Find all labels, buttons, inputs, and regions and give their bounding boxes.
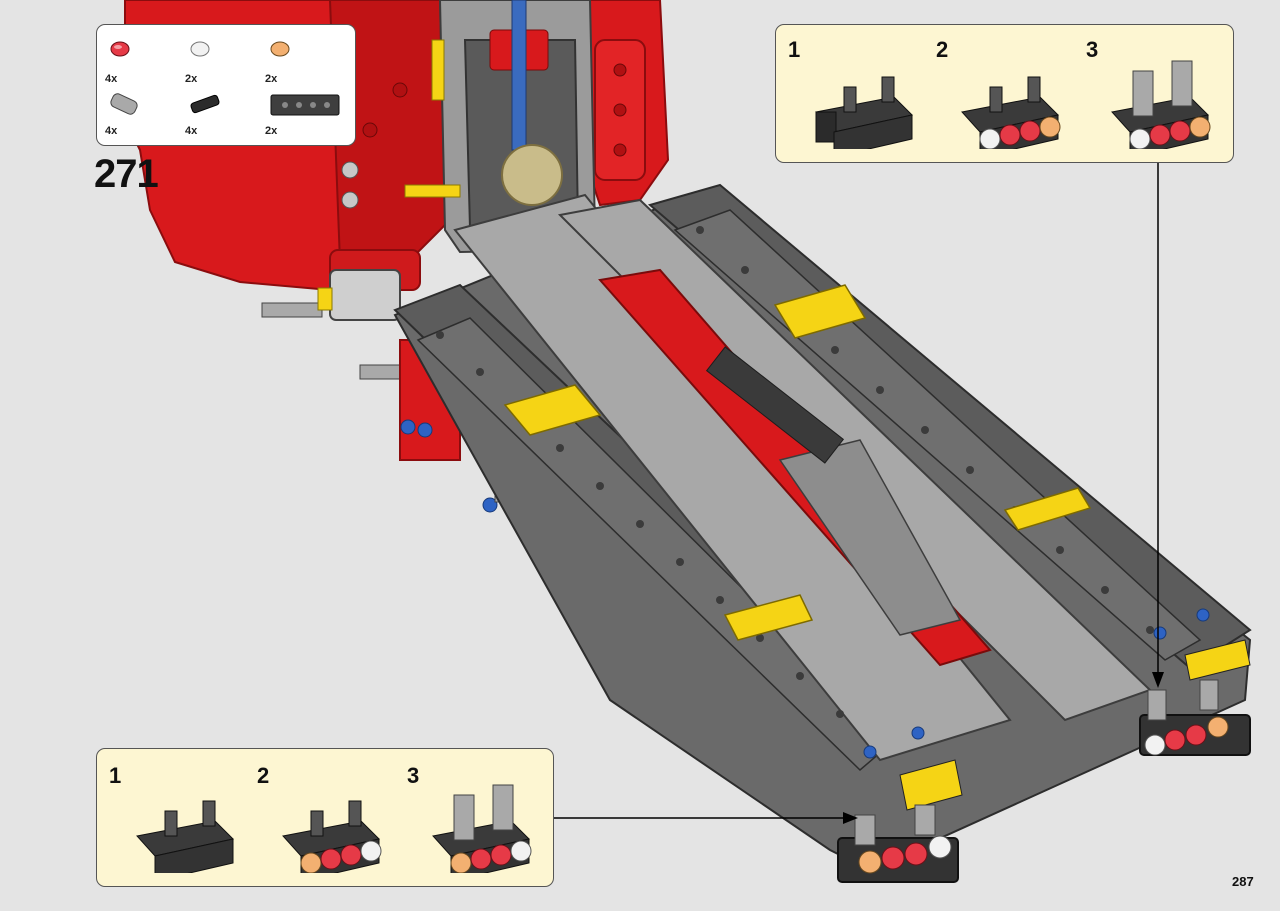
chassis-platform: [393, 183, 1252, 872]
orange-round-tile-icon: [270, 41, 290, 57]
callout-arrows: [553, 162, 1159, 819]
arrow-head-right: [1152, 672, 1164, 688]
sub-step-3: 3: [407, 763, 547, 878]
parts-list: 4x 2x 2x 4x 4x 2x: [96, 24, 356, 146]
rear-light-assembly-bottom: [837, 804, 959, 883]
part-black-connector: 4x: [185, 87, 245, 137]
rear-light-assembly-right: [1139, 679, 1251, 756]
black-connector-icon: [190, 94, 220, 114]
part-red-round-tile: 4x: [105, 35, 165, 85]
sub-step-2: 2: [936, 37, 1076, 152]
sub-step-number: 1: [788, 37, 801, 62]
part-qty: 4x: [105, 73, 118, 85]
part-qty: 2x: [265, 125, 278, 137]
part-qty: 4x: [185, 125, 198, 137]
gray-bush-icon: [110, 93, 138, 115]
part-white-round-tile: 2x: [185, 35, 245, 85]
sub-step-1: 1: [788, 37, 928, 152]
sub-step-number: 2: [257, 763, 270, 788]
sub-step-3-image: [432, 784, 532, 873]
sub-step-2-image: [961, 76, 1061, 149]
part-gray-bush: 4x: [105, 87, 165, 137]
sub-step-number: 2: [936, 37, 949, 62]
sub-step-2: 2: [257, 763, 397, 878]
page-number: 287: [1232, 874, 1254, 889]
part-qty: 2x: [265, 73, 278, 85]
arrow-head-bottom: [843, 812, 858, 824]
sub-step-number: 1: [109, 763, 122, 788]
sub-step-3-image: [1111, 60, 1211, 149]
sub-assembly-callout-top: 1 2 3: [775, 24, 1234, 163]
step-number: 271: [94, 152, 159, 196]
sub-step-number: 3: [407, 763, 420, 788]
red-round-tile-icon: [110, 41, 130, 57]
sub-assembly-callout-bottom: 1 2 3: [96, 748, 554, 887]
part-qty: 2x: [185, 73, 198, 85]
sub-step-3: 3: [1086, 37, 1226, 152]
sub-step-1-image: [136, 800, 235, 873]
sub-step-number: 3: [1086, 37, 1099, 62]
part-dark-gray-brick: 2x: [265, 87, 345, 137]
sub-step-2-image: [282, 800, 382, 873]
part-orange-round-tile: 2x: [265, 35, 325, 85]
dark-gray-brick-icon: [270, 94, 340, 116]
sub-step-1: 1: [109, 763, 249, 878]
sub-step-1-image: [815, 76, 914, 149]
white-round-tile-icon: [190, 41, 210, 57]
part-qty: 4x: [105, 125, 118, 137]
